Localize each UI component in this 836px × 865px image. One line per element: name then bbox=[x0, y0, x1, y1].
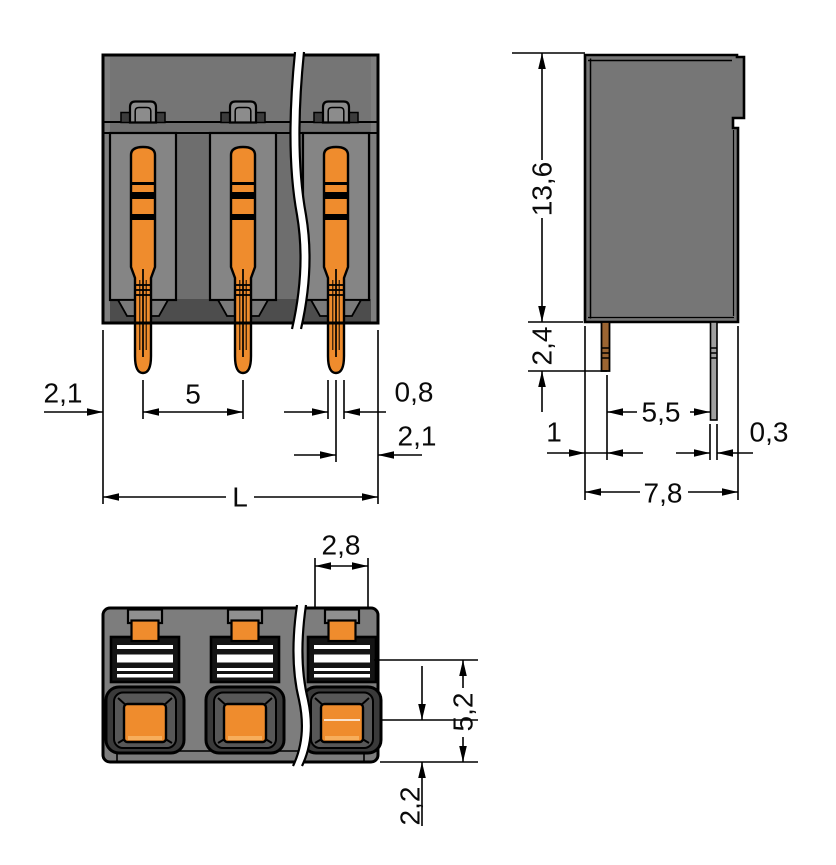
front-view-dimensions bbox=[44, 330, 422, 504]
top-view-dimensions bbox=[314, 558, 478, 826]
dim-label-side-edge-to-pin: 1 bbox=[546, 417, 562, 448]
side-solder-pin bbox=[709, 321, 718, 421]
front-pole-unit-1 bbox=[108, 100, 178, 375]
front-housing-outline bbox=[101, 53, 380, 325]
break-line bbox=[301, 604, 312, 767]
front-pole-unit-3 bbox=[301, 100, 371, 375]
front-left-wall bbox=[103, 55, 110, 323]
dim-label-side-depth: 7,8 bbox=[644, 478, 683, 509]
side-view-dimensions bbox=[512, 52, 753, 500]
top-view-dimension-labels: 2,8 5,2 2,2 bbox=[322, 530, 479, 826]
dim-label-top-button-to-edge: 2,2 bbox=[395, 787, 426, 826]
dim-label-front-pin-width: 0,8 bbox=[395, 377, 434, 408]
dim-label-front-pin-pitch: 5 bbox=[185, 379, 201, 410]
top-view bbox=[101, 604, 383, 767]
front-pole-unit-2 bbox=[208, 100, 278, 375]
break-gap bbox=[290, 52, 310, 329]
dim-label-side-pin-row-spacing: 5,5 bbox=[642, 397, 681, 428]
dim-label-side-pin-thickness: 0,3 bbox=[750, 417, 789, 448]
side-view bbox=[583, 53, 746, 421]
break-line bbox=[292, 604, 303, 767]
front-view-dimension-labels: 2,1 5 0,8 2,1 L bbox=[44, 377, 437, 513]
break-line bbox=[298, 51, 311, 330]
break-line bbox=[289, 51, 302, 330]
side-housing-body bbox=[583, 53, 746, 324]
dim-label-front-right-offset: 2,1 bbox=[398, 421, 437, 452]
side-front-pin bbox=[600, 321, 611, 372]
front-right-wall bbox=[371, 55, 378, 323]
side-view-dimension-labels: 13,6 2,4 1 5,5 0,3 7,8 bbox=[527, 162, 789, 509]
front-view bbox=[101, 51, 380, 375]
dim-label-top-slot-to-edge: 5,2 bbox=[448, 693, 479, 732]
dim-label-side-pin-protrusion: 2,4 bbox=[527, 327, 558, 366]
dim-label-side-height: 13,6 bbox=[527, 162, 558, 217]
break-gap bbox=[293, 605, 311, 766]
dim-label-top-slot-width: 2,8 bbox=[322, 530, 361, 561]
dim-label-front-overall-length: L bbox=[232, 482, 248, 513]
dim-label-front-left-offset: 2,1 bbox=[44, 378, 83, 409]
